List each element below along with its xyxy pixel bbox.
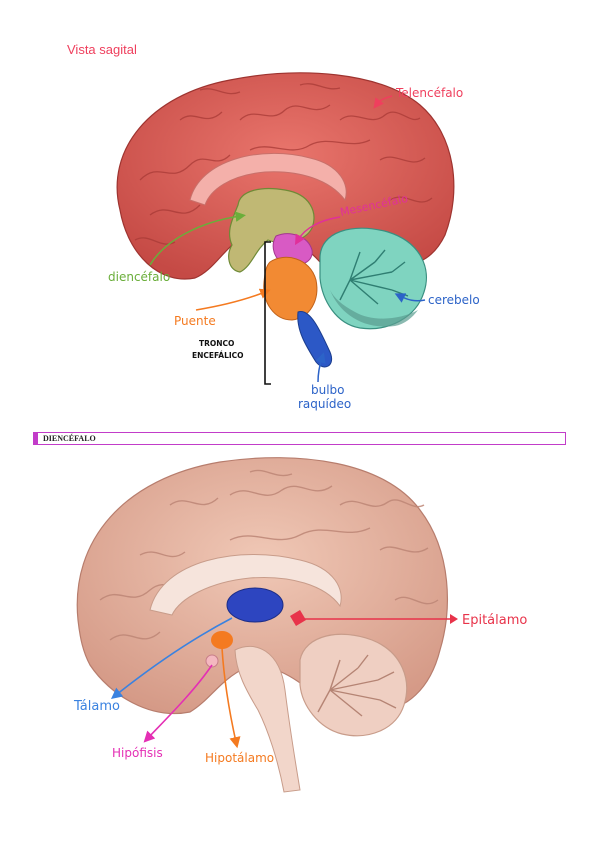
section-header-bar: DIENCÉFALO	[33, 432, 566, 445]
arbor-vitae	[339, 249, 409, 305]
brain-sagittal-diencephalon: Epitálamo Tálamo Hipófisis Hipotálamo	[73, 457, 527, 793]
tronco-bracket	[264, 241, 271, 385]
brain-sagittal-colored: Telencéfalo Mesencéfalo diencéfalo cereb…	[108, 72, 480, 411]
hypothalamus-region	[211, 631, 233, 649]
puente-arrow	[195, 288, 271, 311]
page-title: Vista sagital	[67, 42, 137, 57]
section-header-label: DIENCÉFALO	[43, 434, 96, 443]
diencefalo-label: diencéfalo	[108, 270, 170, 284]
puente-label: Puente	[174, 314, 216, 328]
hipofisis-arrow	[143, 664, 213, 743]
brainstem-2	[234, 645, 301, 793]
arbor-vitae-2	[317, 654, 397, 717]
hipotalamo-arrow	[221, 647, 241, 749]
talamo-label: Tálamo	[73, 699, 120, 714]
tronco-label-line2: ENCEFÁLICO	[192, 351, 244, 360]
mesencefalo-arrow	[294, 216, 341, 246]
pituitary-region	[205, 654, 219, 668]
cerebellum-region	[319, 227, 427, 330]
medulla-region	[297, 311, 332, 368]
gyri-lines	[134, 83, 433, 245]
diencephalon-region	[228, 187, 315, 273]
epithalamus-region	[290, 610, 306, 626]
bulbo-label-line1: bulbo	[311, 383, 345, 397]
bulbo-arrow	[315, 352, 326, 383]
cerebelo-arrow	[394, 293, 426, 303]
talamo-arrow	[110, 617, 233, 699]
diencefalo-arrow	[149, 211, 246, 266]
cerebelo-label: cerebelo	[428, 293, 480, 307]
telencefalo-label: Telencéfalo	[395, 86, 463, 100]
thalamus-region	[226, 587, 284, 623]
hipofisis-label: Hipófisis	[112, 746, 163, 760]
epitalamo-arrowhead	[450, 614, 458, 624]
section-accent	[34, 433, 38, 444]
tronco-label-line1: TRONCO	[199, 339, 234, 348]
cerebellum-outer	[330, 290, 418, 327]
corpus-callosum	[189, 152, 347, 206]
telencefalo-arrow	[373, 95, 393, 109]
corpus-callosum-2	[149, 554, 342, 616]
pons-region	[263, 256, 318, 321]
hipotalamo-label: Hipotálamo	[205, 751, 274, 765]
epitalamo-label: Epitálamo	[462, 613, 527, 628]
bulbo-label-line2: raquídeo	[298, 397, 351, 411]
